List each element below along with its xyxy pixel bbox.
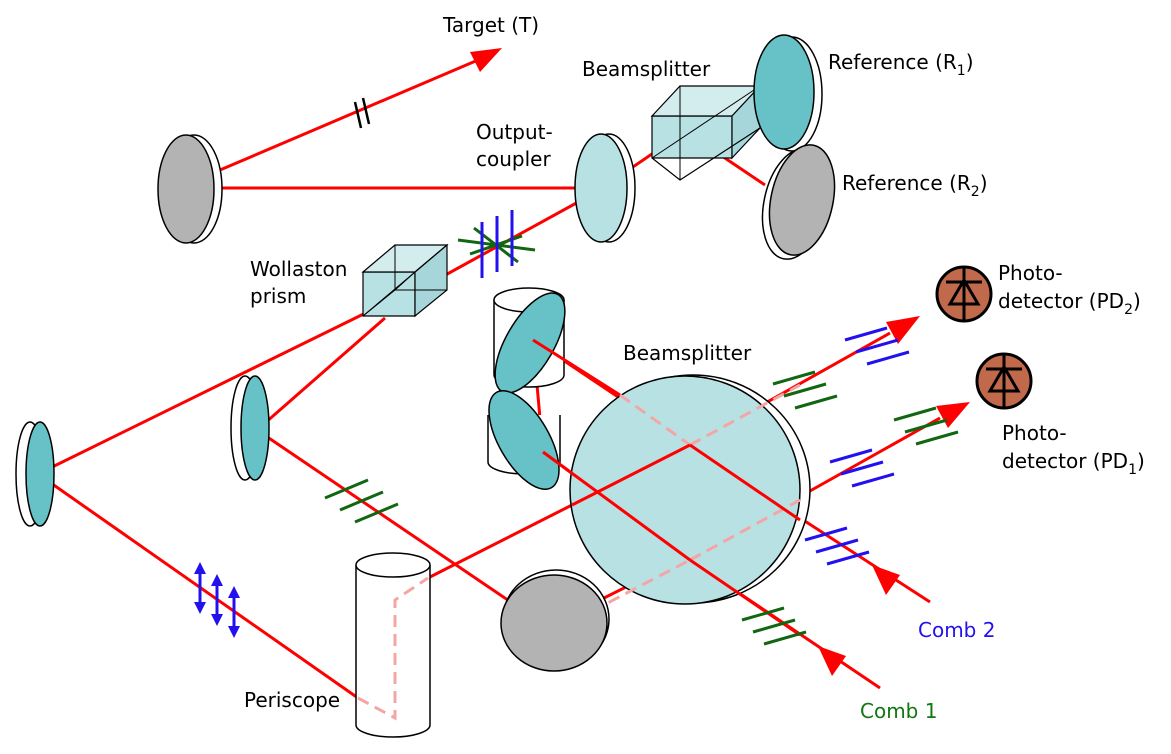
polarization-marker-vertical-blue xyxy=(194,562,240,638)
output-coupler-label-line1: Output- xyxy=(476,120,553,144)
polarization-marker-green-pd1 xyxy=(893,406,959,446)
beam-to-target xyxy=(219,58,479,172)
reference-mirror-r2 xyxy=(761,144,836,260)
beam-mirror2-to-gray xyxy=(256,428,531,617)
pd2-arrow-head xyxy=(886,316,920,344)
reference-r1-label: Reference (R1) xyxy=(828,50,974,79)
polarization-marker-blue-pd1 xyxy=(829,448,895,488)
periscope xyxy=(355,552,431,738)
main-beamsplitter-label: Beamsplitter xyxy=(623,341,752,365)
pd1-arrow-head xyxy=(936,402,970,428)
target-arrow-head xyxy=(470,48,502,72)
gray-mirror-top-left xyxy=(157,134,223,244)
wollaston-prism xyxy=(361,243,449,318)
comb2-arrow-head xyxy=(872,565,900,595)
photodetector-pd1 xyxy=(975,352,1033,410)
beam-to-pd1 xyxy=(784,416,941,507)
target-polarizer-mark xyxy=(353,97,371,129)
main-beamsplitter xyxy=(569,374,811,605)
beamsplitter-top-label: Beamsplitter xyxy=(582,57,711,81)
polarization-marker-green-comb1 xyxy=(741,606,807,646)
gray-mirror-bottom xyxy=(500,569,610,672)
pd1-label-line2: detector (PD1) xyxy=(1002,449,1145,478)
beam-left-to-periscope xyxy=(37,472,359,700)
left-mirror xyxy=(15,421,55,527)
polarization-marker-green-mid xyxy=(324,478,399,524)
reference-mirror-r1 xyxy=(753,34,823,152)
periscope-label: Periscope xyxy=(244,688,340,712)
polarization-marker-blue-pd2 xyxy=(844,326,910,366)
cylinder-mirror-lower xyxy=(487,390,561,490)
beamsplitter-cube-top xyxy=(650,84,762,181)
wollaston-label-line1: Wollaston xyxy=(250,257,347,281)
pd2-label-line2: detector (PD2) xyxy=(998,289,1141,318)
photodetector-pd2 xyxy=(935,265,993,323)
second-mirror xyxy=(230,375,270,481)
comb2-label: Comb 2 xyxy=(918,618,995,642)
beam-wollaston-to-mirror2 xyxy=(256,316,386,432)
beam-periscope-out xyxy=(427,503,573,580)
output-coupler-label-line2: coupler xyxy=(476,147,551,171)
cylinder-mirror-upper xyxy=(493,287,566,394)
pd2-label-line1: Photo- xyxy=(998,261,1063,285)
comb1-arrow-head xyxy=(818,646,846,676)
target-label: Target (T) xyxy=(442,13,539,37)
reference-r2-label: Reference (R2) xyxy=(842,171,988,200)
polarization-marker-combined xyxy=(457,210,536,278)
polarization-marker-green-pd2 xyxy=(772,370,838,410)
output-coupler xyxy=(574,133,636,243)
comb1-label: Comb 1 xyxy=(860,699,937,723)
polarization-marker-blue-comb2 xyxy=(804,526,870,566)
beam-wollaston-to-left-mirror xyxy=(37,298,393,476)
wollaston-label-line2: prism xyxy=(250,284,306,308)
pd1-label-line1: Photo- xyxy=(1002,421,1067,445)
